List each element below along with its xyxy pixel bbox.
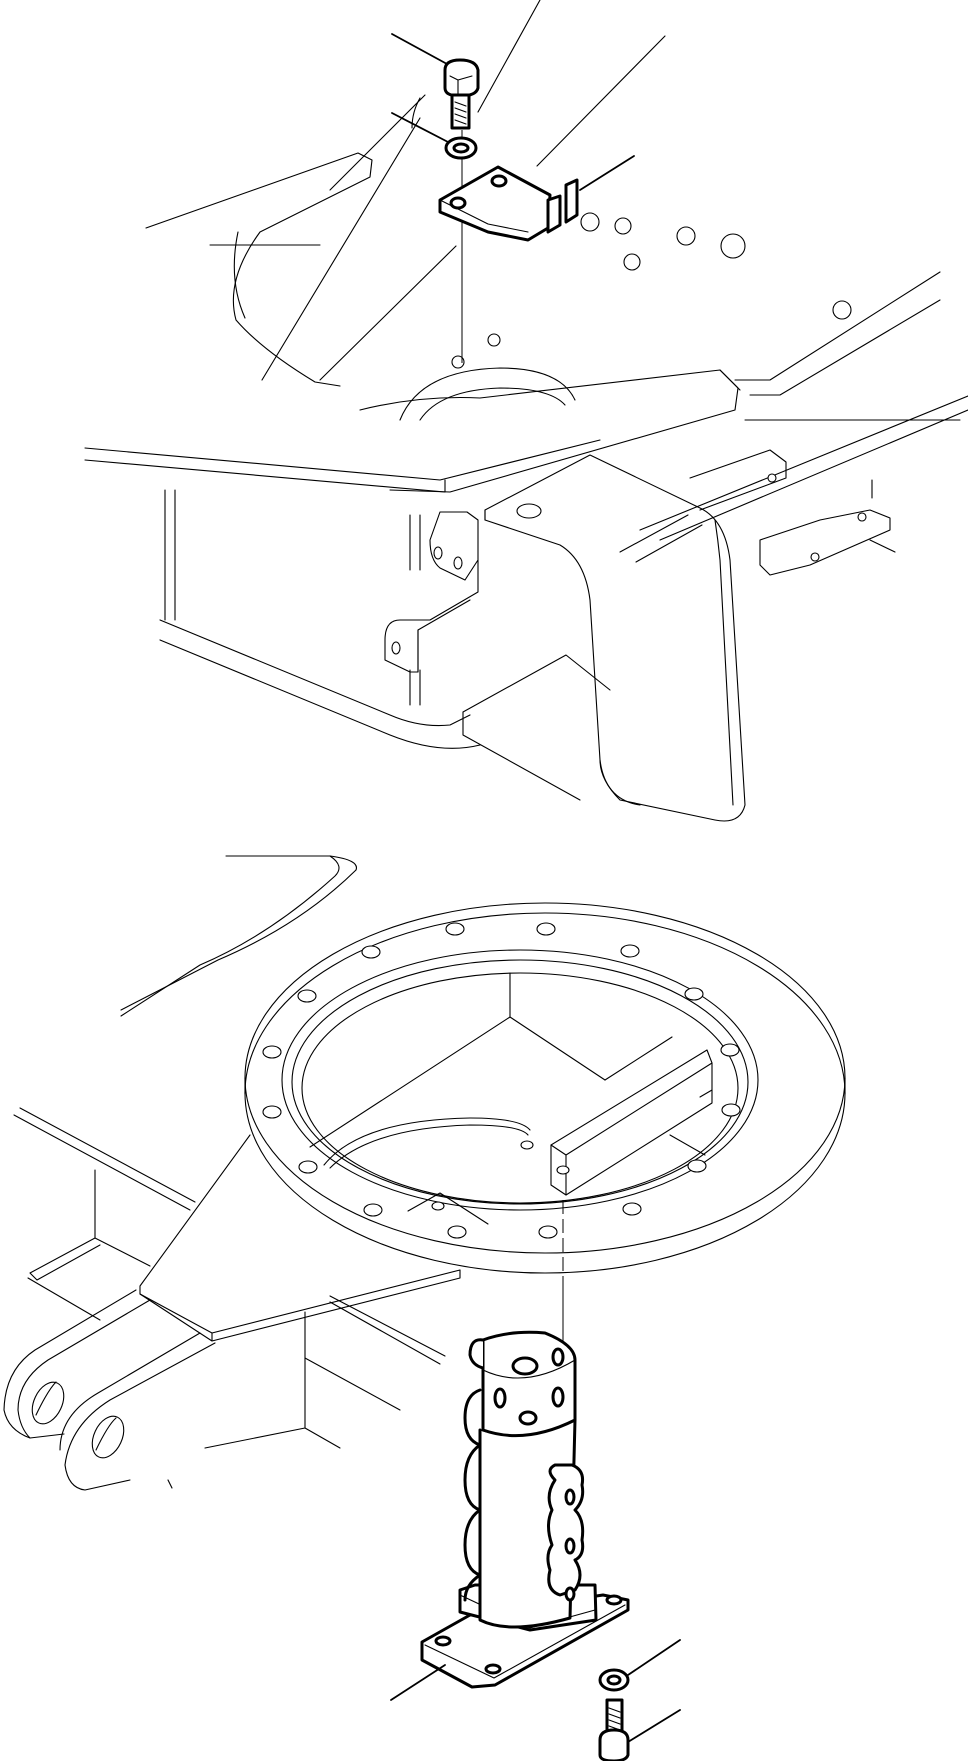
swivel-joint-icon [420,1330,630,1689]
leader-swivel-joint [390,1664,446,1701]
upper-bracket-icon [438,165,579,242]
lower-bolt-icon [598,1698,630,1761]
leader-lower-bolt [627,1709,681,1743]
upper-frame [84,0,968,541]
swing-circle-ring [244,902,846,1274]
leader-upper-bolt [391,33,448,65]
upper-hardware [391,33,635,363]
leader-upper-bracket [579,155,635,191]
ring-bolt-holes [262,922,741,1239]
upper-washer-icon [444,136,478,160]
lower-washer-icon [598,1668,630,1692]
upper-bolt-icon [443,58,480,130]
frame-rear-structure [159,449,896,822]
track-frame [3,855,461,1491]
leader-upper-washer [391,112,449,143]
leader-lower-washer [627,1639,681,1676]
lower-hardware [598,1639,681,1761]
